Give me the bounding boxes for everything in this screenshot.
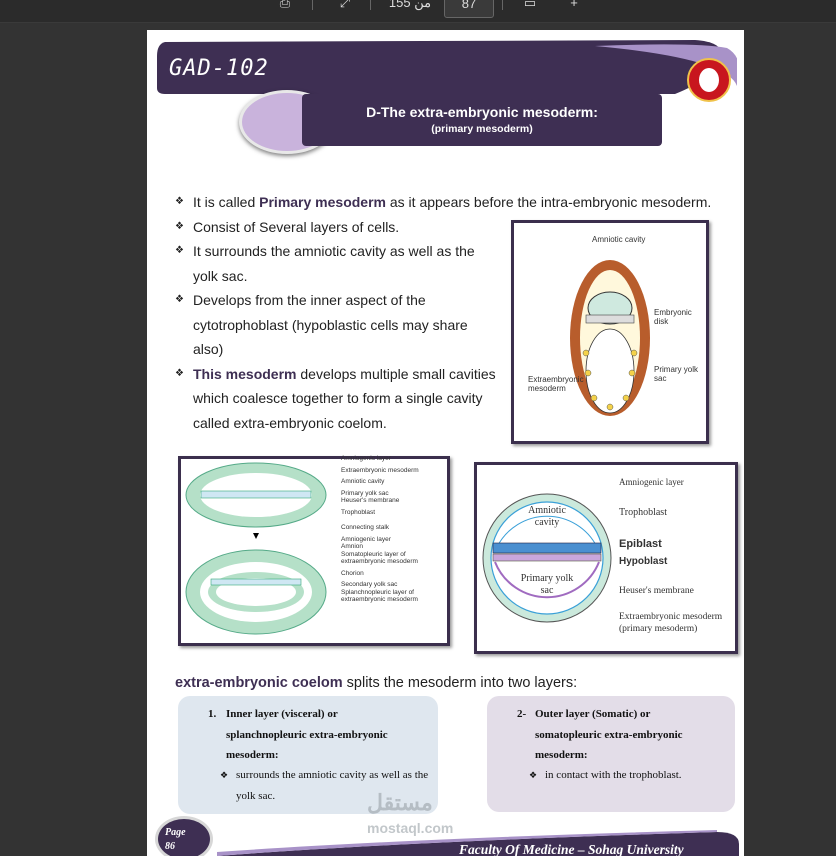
page-badge: Page 86: [155, 816, 213, 856]
university-logo: [687, 58, 731, 102]
page-number: 86: [165, 841, 175, 852]
figure-3-diagram: [482, 493, 612, 623]
fig2-label: Primary yolk sac: [341, 489, 389, 497]
bullet-item: It is called Primary mesoderm as it appe…: [175, 190, 744, 215]
page-label: Page: [165, 827, 186, 838]
bullet-item: Consist of Several layers of cells.: [175, 215, 744, 240]
fig2-label: Somatopleuric layer of extraembryonic me…: [341, 550, 418, 566]
fig2-label: Amnion: [341, 543, 364, 550]
watermark-arabic: مستقل: [367, 790, 433, 815]
page-number-input[interactable]: 87: [444, 0, 494, 18]
inner-layer-point: ❖ surrounds the amniotic cavity as well …: [220, 769, 429, 802]
section-subtitle: (primary mesoderm): [431, 123, 533, 135]
header-banner: [157, 40, 737, 94]
inner-layer-box: 1. Inner layer (visceral) or splanchnopl…: [178, 696, 438, 814]
fig2-label: Connecting stalk: [341, 524, 390, 531]
page-view-icon[interactable]: ▭: [523, 0, 537, 10]
bullet-item: Develops from the inner aspect of the cy…: [175, 288, 483, 362]
zoom-in-icon[interactable]: +: [570, 0, 578, 10]
fig2-label: Extraembryonic mesoderm: [341, 466, 419, 474]
figure-primary-yolk-sac: Amniotic cavity Embryonic disk Primary y…: [511, 220, 709, 444]
fig3-label-hypoblast: Hypoblast: [619, 556, 668, 567]
fig2-label-list: Amniogenic layer Extraembryonic mesoderm…: [341, 455, 451, 604]
viewer-toolbar: ⎙ ⤢ 155 من 87 ▭ +: [0, 0, 836, 23]
fig3-label-primary-yolk-sac: Primary yolk sac: [520, 573, 574, 596]
fig1-label-primary-yolk-sac: Primary yolk sac: [654, 365, 699, 383]
figure-bilaminar-disc: Amniotic cavity Primary yolk sac Amnioge…: [474, 462, 738, 654]
figure-coelom-development: Amniogenic layer Extraembryonic mesoderm…: [178, 455, 451, 646]
document-page: GAD-102 D-The extra-embryonic mesoderm: …: [147, 30, 744, 856]
fig2-label: Amniogenic layer: [341, 535, 391, 543]
section-title: D-The extra-embryonic mesoderm:: [366, 104, 598, 120]
footer-university: Faculty Of Medicine – Sohag University: [459, 842, 684, 856]
fig2-label: Splanchnopleuric layer of extraembryonic…: [341, 588, 418, 604]
footer-banner: [217, 830, 739, 856]
fig2-label: Heuser's membrane: [341, 497, 400, 504]
watermark-latin: mostaql.com: [367, 820, 454, 836]
fig3-label-trophoblast: Trophoblast: [619, 507, 667, 518]
figure-2-diagram: [185, 462, 327, 635]
fit-page-icon[interactable]: ⤢: [339, 0, 351, 10]
fig1-label-extraembryonic-mesoderm: Extraembryonic mesoderm: [528, 375, 584, 393]
toolbar-divider: [312, 0, 313, 10]
coelom-statement: extra-embryonic coelom splits the mesode…: [175, 675, 578, 691]
inner-layer-title: 1. Inner layer (visceral) or splanchnopl…: [208, 708, 388, 761]
fig3-label-amniogenic-layer: Amniogenic layer: [619, 477, 684, 487]
section-title-box: D-The extra-embryonic mesoderm: (primary…: [302, 94, 662, 146]
fig2-label: Chorion: [341, 569, 364, 577]
fig3-label-extraembryonic-mesoderm: Extraembryonic mesoderm (primary mesoder…: [619, 612, 723, 634]
fig2-label: Secondary yolk sac: [341, 581, 398, 588]
outer-layer-box: 2- Outer layer (Somatic) or somatopleuri…: [487, 696, 735, 812]
outer-layer-point: ❖ in contact with the trophoblast.: [529, 769, 682, 781]
course-code: GAD-102: [169, 56, 269, 81]
fig2-label: Amniogenic layer: [341, 455, 391, 462]
bullet-item: This mesoderm develops multiple small ca…: [175, 362, 503, 436]
outer-layer-title: 2- Outer layer (Somatic) or somatopleuri…: [517, 708, 683, 761]
fig2-label: Trophoblast: [341, 508, 376, 516]
toolbar-divider: [502, 0, 503, 10]
bullet-list: It is called Primary mesoderm as it appe…: [175, 190, 744, 435]
figure-1-diagram: [570, 260, 650, 416]
fig1-label-amniotic-cavity: Amniotic cavity: [592, 235, 646, 244]
print-icon[interactable]: ⎙: [279, 0, 291, 10]
fig1-label-embryonic-disk: Embryonic disk: [654, 308, 692, 326]
fig3-label-epiblast: Epiblast: [619, 538, 662, 550]
bullet-item: It surrounds the amniotic cavity as well…: [175, 239, 493, 288]
toolbar-divider: [370, 0, 371, 10]
fig2-label: Amniotic cavity: [341, 478, 385, 485]
fig3-label-heusers-membrane: Heuser's membrane: [619, 586, 694, 596]
total-pages-label: 155 من: [388, 0, 432, 10]
fig3-label-amniotic-cavity: Amniotic cavity: [528, 505, 566, 528]
